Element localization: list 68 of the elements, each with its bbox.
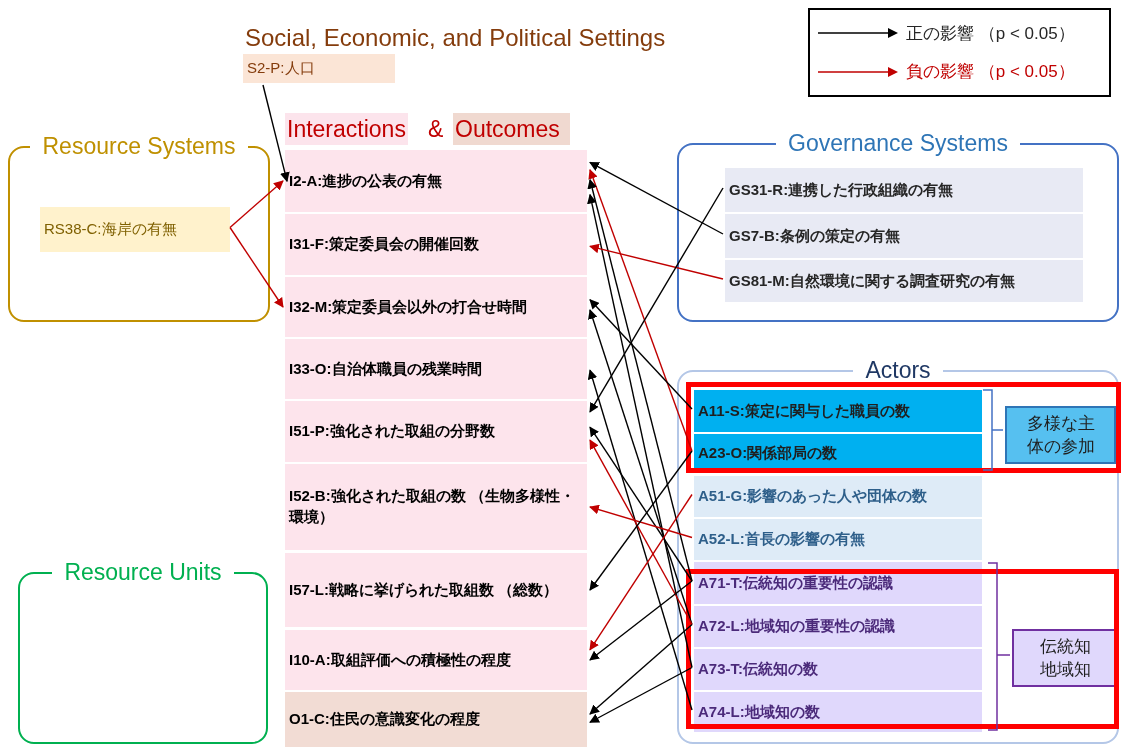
arrow [589,299,693,410]
category-box [1005,406,1116,464]
variable-text: I32-M:策定委員会以外の打合せ時間 [289,296,528,317]
variable-box [725,168,1083,212]
variable-text: A11-S:策定に関与した職員の数 [698,400,910,421]
variable-text: A71-T:伝統知の重要性の認識 [698,572,893,593]
variable-text: GS81-M:自然環境に関する調査研究の有無 [729,270,1015,291]
arrow [262,84,290,183]
variable-box [285,401,587,462]
variable-box [285,339,587,399]
variable-box [40,207,230,252]
arrow [589,243,724,280]
variable-text: A51-G:影響のあった人や団体の数 [698,486,928,507]
variable-box [694,519,982,560]
arrow [589,426,693,582]
arrow [588,168,693,452]
arrow [589,580,693,661]
variable-text: 多様な主体の参加 [1025,412,1096,458]
variable-text: GS31-R:連携した行政組織の有無 [729,179,954,200]
variable-text: S2-P:人口 [247,58,315,79]
arrow [589,666,693,723]
arrow [587,193,693,669]
legend-text: 負の影響 （p < 0.05） [906,61,1075,83]
variable-box [694,562,982,604]
variable-text: I33-O:自治体職員の残業時間 [289,358,482,379]
variable-text: A73-T:伝統知の数 [698,659,818,680]
section-heading: Interactions [285,113,408,145]
variable-text: I10-A:取組評価への積極性の程度 [289,649,511,670]
variable-box [725,214,1083,258]
arrow [589,450,693,591]
variable-box [694,606,982,647]
variable-text: A72-L:地域知の重要性の認識 [698,616,895,637]
variable-box [694,390,982,432]
variable-text: I51-P:強化された取組の分野数 [289,421,495,442]
arrow [587,178,693,582]
variable-text: I52-B:強化された取組の数 （生物多様性・環境） [289,486,576,527]
variable-box [694,649,982,690]
variable-text: O1-C:住民の意識変化の程度 [289,709,480,730]
variable-box [285,464,587,550]
arrow [589,623,693,715]
variable-box [285,214,587,275]
section-heading: Outcomes [453,113,570,145]
arrow [589,161,724,235]
variable-text: I31-F:策定委員会の開催回数 [289,234,479,255]
arrow [229,226,284,308]
variable-text: A23-O:関係部局の数 [698,442,838,463]
variable-box [243,54,395,83]
variable-box [285,630,587,690]
legend-text: 正の影響 （p < 0.05） [906,22,1075,45]
variable-box [285,277,587,337]
arrow [589,493,693,651]
variable-text: I57-L:戦略に挙げられた取組数 （総数） [289,579,559,600]
variable-text: A74-L:地域知の数 [698,701,820,722]
arrow [589,439,693,626]
variable-box [285,150,587,212]
section-heading: Social, Economic, and Political Settings [245,23,666,53]
arrow [589,504,693,539]
variable-box [285,553,587,627]
variable-box [694,476,982,517]
variable-text: I2-A:進捗の公表の有無 [289,170,443,191]
variable-text: RS38-C:海岸の有無 [44,219,177,240]
arrow [589,187,724,413]
arrow [229,180,284,229]
variable-text: A52-L:首長の影響の有無 [698,529,865,550]
variable-box [285,692,587,747]
section-heading: & [428,115,444,144]
variable-text: GS7-B:条例の策定の有無 [729,225,900,246]
variable-text: 伝統知地域知 [1038,635,1092,681]
